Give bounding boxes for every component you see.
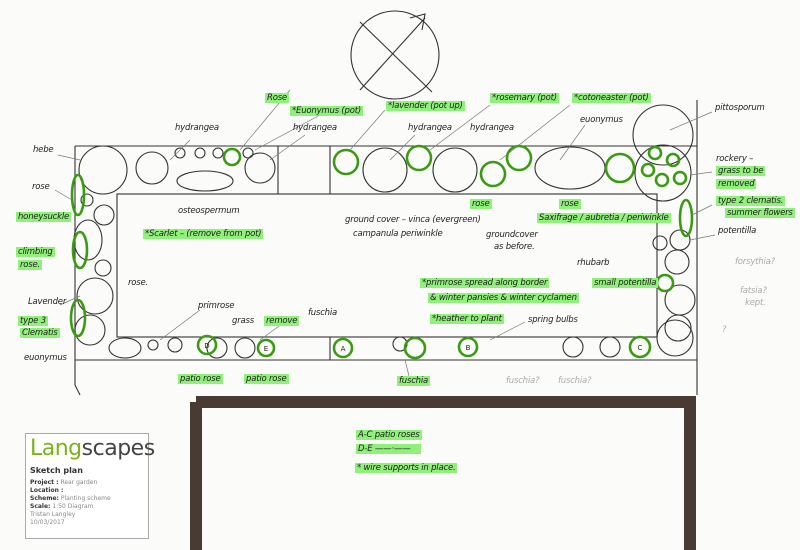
label-remove: remove: [264, 316, 300, 326]
label-hydrangea-3: hydrangea: [408, 123, 452, 133]
label-fuschia-bottom: fuschia: [397, 376, 431, 386]
north-compass: [350, 10, 440, 100]
label-climbing: climbing: [16, 247, 55, 257]
label-grass: grass: [232, 316, 254, 326]
label-primrose-spread: *primrose spread along border: [420, 278, 550, 288]
label-patio-rose-2: patio rose: [244, 374, 289, 384]
title-block: Langscapes Sketch plan Project : Rear ga…: [25, 433, 155, 539]
label-rose-left: rose: [32, 182, 50, 192]
plant-circles: [73, 104, 696, 359]
label-climbing-rose: rose.: [18, 260, 43, 270]
label-euonymus-pot: *Euonymus (pot): [290, 106, 363, 116]
label-osteospermum: osteospermum: [178, 206, 240, 216]
patio-border: [190, 396, 696, 550]
marker-e: E: [264, 345, 268, 353]
label-patio-rose-1: patio rose: [178, 374, 223, 384]
label-forsythia: forsythia?: [735, 257, 775, 267]
label-hebe: hebe: [33, 145, 54, 155]
note-wire: * wire supports in place.: [355, 463, 458, 473]
label-scarlet: *Scarlet – (remove from pot): [143, 229, 264, 239]
label-cotoneaster-pot: *cotoneaster (pot): [572, 93, 651, 103]
marker-d: D: [204, 342, 209, 350]
label-winter-pansies: & winter pansies & winter cyclamen: [428, 293, 579, 303]
label-type2-1: type 2 clematis.: [716, 196, 786, 206]
label-heather: *heather to plant: [430, 314, 504, 324]
label-rhubarb: rhubarb: [577, 258, 610, 268]
marker-b: B: [466, 344, 471, 352]
label-groundcover-2: campanula periwinkle: [353, 229, 443, 239]
label-fatsia-2: kept.: [745, 298, 766, 308]
brand-logo: Langscapes: [30, 436, 155, 461]
label-fatsia-1: fatsia?: [740, 286, 767, 296]
location-row: Location :: [30, 487, 64, 494]
label-hydrangea-4: hydrangea: [470, 123, 514, 133]
label-rose-inner: rose.: [128, 278, 149, 288]
label-euonymus-top: euonymus: [580, 115, 623, 125]
label-rockery-1: rockery –: [716, 154, 754, 164]
label-rockery-2: grass to be: [716, 166, 766, 176]
label-question: ?: [722, 325, 727, 335]
label-potentilla: potentilla: [718, 226, 757, 236]
note-d-e: D-E ——·——: [356, 444, 421, 454]
label-rose-right: rose: [559, 199, 581, 209]
label-groundcover-before-2: as before.: [494, 242, 535, 252]
label-hydrangea-2: hydrangea: [293, 123, 337, 133]
label-groundcover-1: ground cover – vinca (evergreen): [345, 215, 481, 225]
label-fuschia-q2: fuschia?: [558, 376, 592, 386]
scheme-row: Scheme: Planting scheme: [30, 495, 111, 502]
label-clematis3: Clematis: [20, 328, 60, 338]
new-plant-circles: [69, 144, 694, 360]
marker-c: C: [638, 344, 643, 352]
label-small-potentilla: small potentilla: [592, 278, 659, 288]
label-groundcover-before-1: groundcover: [486, 230, 538, 240]
scale-row: Scale: 1:50 Diagram: [30, 503, 94, 510]
label-primrose: primrose: [198, 301, 235, 311]
label-pittosporum: pittosporum: [715, 103, 765, 113]
bed-outline: [74, 100, 698, 396]
note-a-c: A-C patio roses: [356, 430, 422, 440]
label-fuschia-q1: fuschia?: [506, 376, 540, 386]
label-hydrangea-1: hydrangea: [175, 123, 219, 133]
label-rose-mid: rose: [470, 199, 492, 209]
label-rosemary-pot: *rosemary (pot): [490, 93, 559, 103]
project-row: Project : Rear garden: [30, 479, 98, 486]
label-spring-bulbs: spring bulbs: [528, 315, 578, 325]
label-type2-2: summer flowers: [725, 208, 795, 218]
plan-title: Sketch plan: [30, 466, 83, 475]
marker-a: A: [341, 345, 346, 353]
label-euonymus-left: euonymus: [24, 353, 67, 363]
label-honeysuckle: honeysuckle: [16, 212, 72, 222]
label-saxifrage: Saxifrage / aubretia / periwinkle: [537, 213, 671, 223]
date: 10/03/2017: [30, 519, 65, 526]
label-rose-top: Rose: [265, 93, 289, 103]
label-type3: type 3: [18, 316, 48, 326]
author: Tristan Langley: [30, 511, 76, 518]
label-lavender-pot: *lavender (pot up): [386, 101, 465, 111]
label-rockery-3: removed: [716, 179, 757, 189]
label-fuschia-top: fuschia: [308, 308, 338, 318]
label-lavender-left: Lavender: [28, 297, 67, 307]
